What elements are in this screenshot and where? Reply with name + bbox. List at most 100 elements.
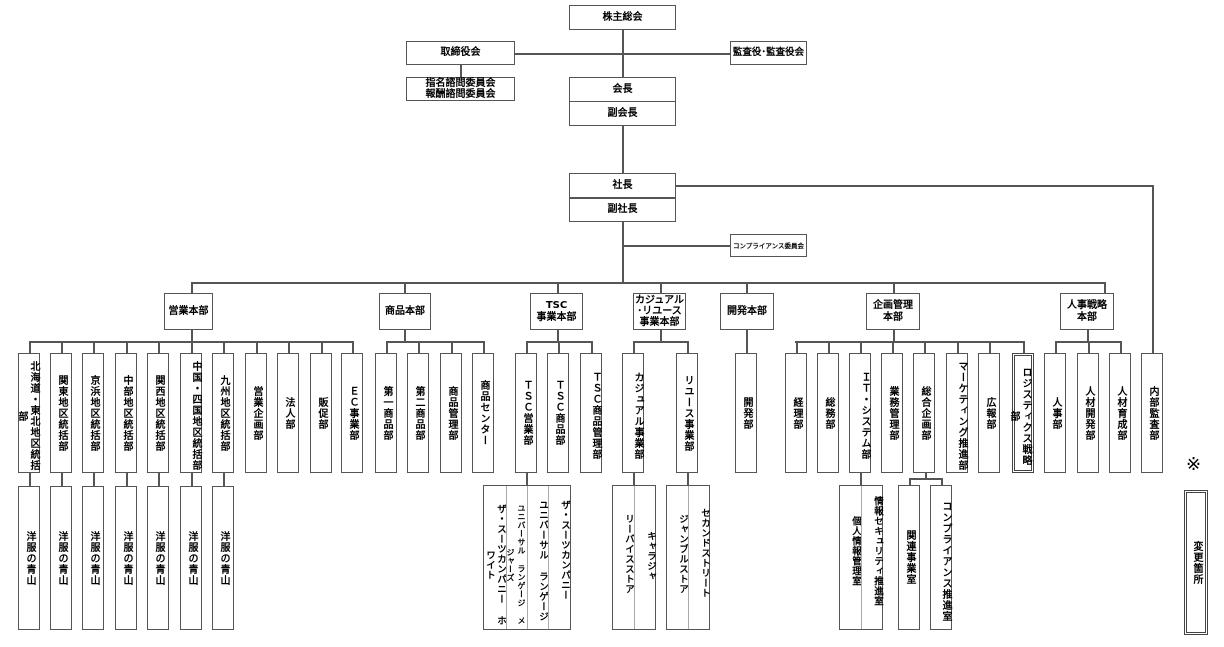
department-box: 京浜地区統括部	[82, 353, 104, 473]
brand: ユニバーサル ランゲージ	[527, 486, 548, 629]
brand: セカンドストリート	[688, 486, 710, 629]
brand: ユニバーサル ランゲージ メジャーズ	[506, 486, 527, 629]
connector	[29, 341, 352, 343]
connector	[557, 282, 559, 294]
connector	[660, 330, 662, 342]
store-box: 洋服の青山	[50, 486, 72, 630]
connector	[860, 341, 862, 353]
store-box: 洋服の青山	[115, 486, 137, 630]
connector	[256, 341, 258, 353]
office: 情報セキュリティ推進室	[861, 486, 883, 629]
connector	[1055, 341, 1120, 343]
division-casual-line1: カジュアル	[635, 295, 684, 306]
internal-audit-dept: 内部監査部	[1141, 353, 1163, 473]
connector	[989, 341, 991, 353]
vice-chairman: 副会長	[569, 101, 676, 126]
connector	[892, 341, 894, 353]
office-related-business: 関連事業室	[898, 485, 920, 630]
store-box: 洋服の青山	[212, 486, 234, 630]
compensation-committee: 報酬諮問委員会	[425, 89, 496, 100]
division-tsc-line2: 事業本部	[536, 311, 577, 323]
department-box: ＴＳＣ商品部	[547, 353, 569, 473]
connector	[93, 473, 95, 486]
connector	[1152, 185, 1154, 353]
connector	[557, 330, 559, 342]
brand: キャラジャ	[634, 486, 656, 629]
connector	[1087, 330, 1089, 342]
president: 社長	[569, 173, 676, 198]
connector	[93, 341, 95, 353]
department-box: 関東地区統括部	[50, 353, 72, 473]
division-tsc: TSC 事業本部	[530, 293, 583, 330]
connector	[1055, 341, 1057, 353]
department-box: マーケティング推進部	[946, 353, 968, 473]
connector	[687, 472, 689, 485]
connector	[191, 282, 193, 294]
advisory-committees: 指名諮問委員会 報酬諮問委員会	[406, 77, 515, 101]
casual-brands: キャラジャ リーバイスストア	[612, 485, 656, 630]
connector	[941, 478, 943, 485]
department-box: 関西地区統括部	[147, 353, 169, 473]
division-corporate-planning: 企画管理 本部	[866, 293, 920, 330]
connector	[795, 341, 1023, 343]
department-box: 広報部	[978, 353, 1000, 473]
department-box: 経理部	[785, 353, 807, 473]
connector	[924, 341, 926, 353]
chairman: 会長	[569, 77, 676, 102]
connector	[526, 472, 528, 485]
connector	[386, 341, 484, 343]
department-box: 総合企画部	[913, 353, 935, 473]
department-box: カジュアル事業部	[622, 353, 644, 473]
division-hr-strategy: 人事戦略 本部	[1060, 293, 1114, 330]
connector	[622, 126, 624, 173]
change-mark: ※	[1186, 454, 1202, 475]
department-box: 中部地区統括部	[115, 353, 137, 473]
department-box: 第一商品部	[375, 353, 397, 473]
division-casual-reuse: カジュアル ･リユース 事業本部	[633, 293, 686, 330]
reuse-brands: セカンドストリート ジャンブルストア	[666, 485, 710, 630]
department-box: 販促部	[310, 353, 332, 473]
connector	[925, 472, 927, 479]
division-hr-line1: 人事戦略	[1067, 299, 1107, 311]
connector	[828, 341, 830, 353]
connector	[352, 341, 354, 353]
connector	[633, 341, 635, 353]
connector	[558, 341, 560, 353]
connector	[1023, 341, 1025, 353]
connector	[622, 222, 624, 282]
store-box: 洋服の青山	[18, 486, 40, 630]
connector	[191, 330, 193, 342]
connector	[158, 341, 160, 353]
auditors: 監査役･監査役会	[730, 41, 807, 65]
connector	[61, 341, 63, 353]
department-box: 商品管理部	[440, 353, 462, 473]
department-box: 業務管理部	[881, 353, 903, 473]
connector	[893, 282, 895, 294]
division-bus	[191, 282, 1104, 284]
department-box: 九州地区統括部	[212, 353, 234, 473]
department-box: 商品センター	[472, 353, 494, 473]
it-offices: 情報セキュリティ推進室 個人情報管理室	[839, 485, 883, 630]
connector	[29, 341, 31, 353]
division-hr-line2: 本部	[1077, 311, 1097, 323]
connector	[386, 341, 388, 353]
connector	[321, 341, 323, 353]
connector	[633, 341, 687, 343]
department-box: 人材育成部	[1109, 353, 1131, 473]
department-box: ロジスティクス戦略部	[1008, 353, 1034, 473]
connector	[1120, 341, 1122, 353]
division-casual-line3: 事業本部	[639, 317, 680, 328]
connector	[191, 341, 193, 353]
department-box: 人事部	[1044, 353, 1066, 473]
department-box: 北海道・東北地区統括部	[16, 353, 40, 473]
brand: ジャンブルストア	[677, 514, 688, 594]
connector	[746, 341, 748, 353]
division-casual-line2: ･リユース	[637, 306, 682, 317]
connector	[591, 341, 593, 353]
connector	[29, 473, 31, 486]
department-box: 人材開発部	[1077, 353, 1099, 473]
board-of-directors: 取締役会	[406, 41, 515, 65]
connector	[957, 341, 959, 353]
connector	[126, 473, 128, 486]
